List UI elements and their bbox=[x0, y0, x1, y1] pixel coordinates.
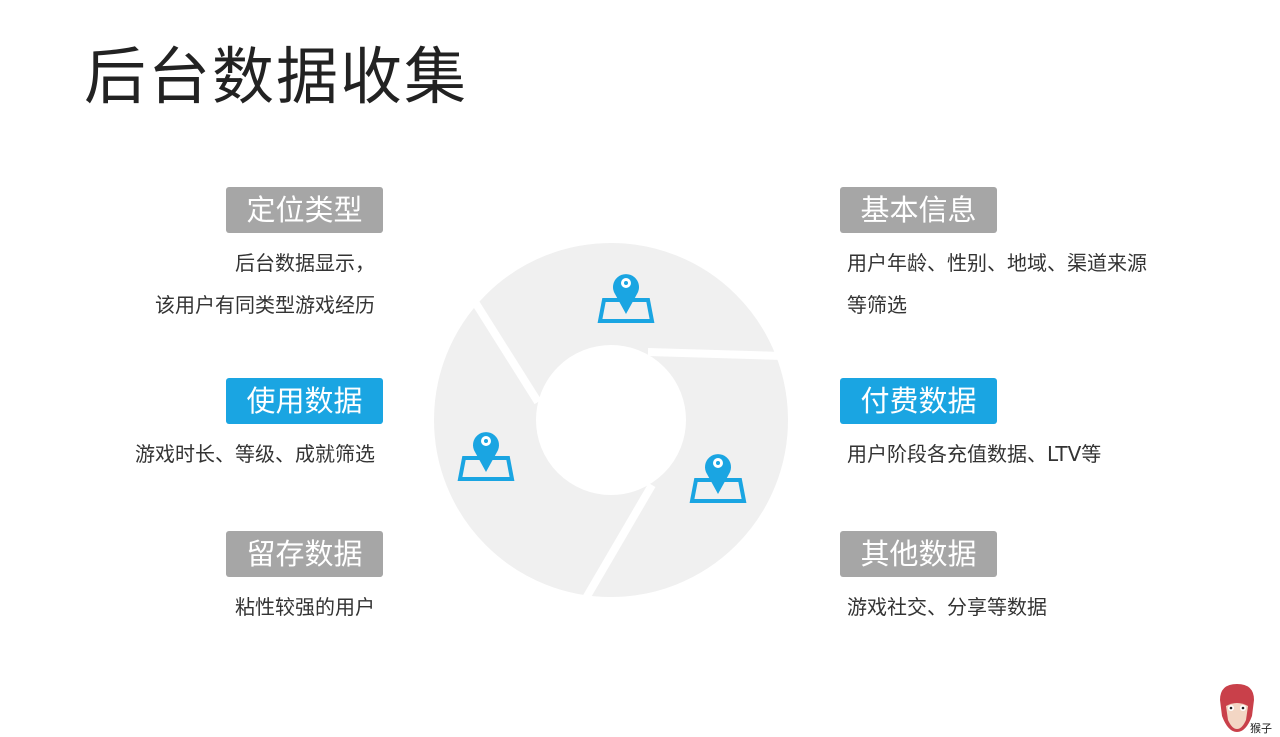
desc-line: 游戏社交、分享等数据 bbox=[847, 595, 1047, 619]
desc-line: 该用户有同类型游戏经历 bbox=[155, 293, 375, 317]
badge-payment-data: 付费数据 bbox=[840, 378, 997, 424]
desc-usage-data: 游戏时长、等级、成就筛选 bbox=[135, 433, 375, 475]
desc-basic-info: 用户年龄、性别、地域、渠道来源 等筛选 bbox=[847, 242, 1147, 326]
map-pin-icon bbox=[689, 454, 747, 503]
desc-line: 粘性较强的用户 bbox=[235, 595, 375, 619]
desc-payment-data: 用户阶段各充值数据、LTV等 bbox=[847, 433, 1101, 475]
badge-retention-data: 留存数据 bbox=[226, 531, 383, 577]
desc-line: 后台数据显示， bbox=[235, 251, 375, 275]
desc-other-data: 游戏社交、分享等数据 bbox=[847, 586, 1047, 628]
logo-text: 猴子 bbox=[1250, 722, 1272, 735]
desc-location-type: 后台数据显示， 该用户有同类型游戏经历 bbox=[155, 242, 375, 326]
desc-line: 等筛选 bbox=[847, 293, 907, 317]
ring-divider bbox=[471, 299, 542, 405]
ring-divider bbox=[647, 348, 783, 360]
badge-basic-info: 基本信息 bbox=[840, 187, 997, 233]
badge-other-data: 其他数据 bbox=[840, 531, 997, 577]
desc-line: 游戏时长、等级、成就筛选 bbox=[135, 442, 375, 466]
desc-retention-data: 粘性较强的用户 bbox=[235, 586, 375, 628]
map-pin-icon bbox=[457, 432, 515, 481]
badge-location-type: 定位类型 bbox=[226, 187, 383, 233]
page-title: 后台数据收集 bbox=[84, 40, 469, 113]
ring-divider bbox=[582, 482, 656, 601]
desc-line: 用户年龄、性别、地域、渠道来源 bbox=[847, 251, 1147, 275]
map-pin-icon bbox=[597, 274, 655, 323]
ring-background bbox=[434, 243, 788, 597]
badge-usage-data: 使用数据 bbox=[226, 378, 383, 424]
monkey-logo-icon bbox=[1220, 684, 1254, 732]
segmented-ring-graphic bbox=[434, 243, 788, 601]
desc-line: 用户阶段各充值数据、LTV等 bbox=[847, 442, 1102, 466]
